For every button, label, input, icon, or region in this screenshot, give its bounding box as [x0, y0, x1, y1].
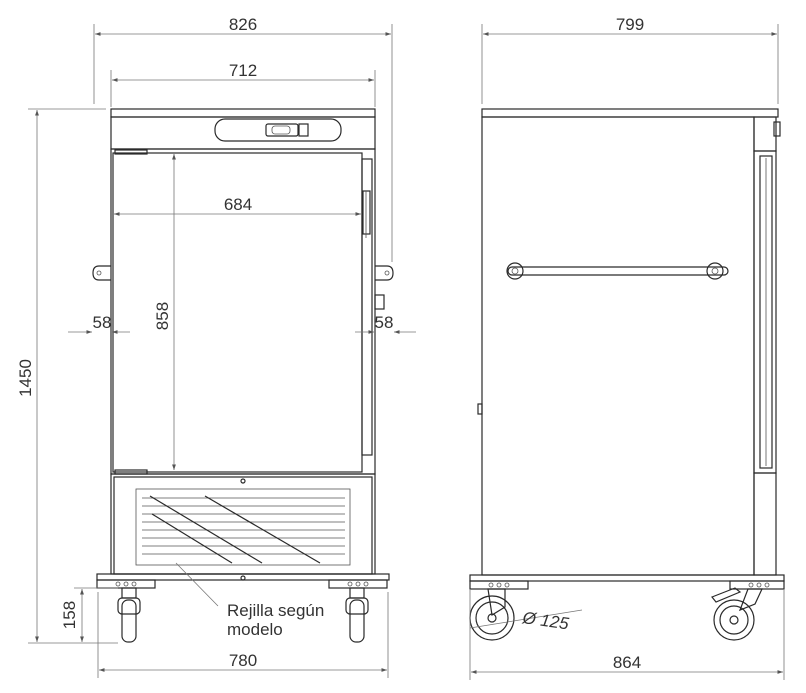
note-grille-line1: Rejilla según: [227, 601, 324, 620]
dim-wheel-diameter: Ø 125: [520, 608, 570, 633]
side-left-wheel: [469, 588, 515, 641]
dim-depth: 799: [616, 15, 644, 34]
dim-foot-height: 158: [60, 601, 79, 629]
front-view: [92, 108, 394, 643]
dim-inner-height: 858: [153, 302, 172, 330]
dim-body-width: 712: [229, 61, 257, 80]
dim-inner-width: 684: [224, 195, 252, 214]
dimension-lines: [28, 24, 785, 680]
vent-grille: [135, 488, 351, 566]
side-view: [469, 108, 785, 641]
side-handle-bar: [506, 262, 729, 280]
side-right-wheel: [711, 587, 763, 641]
dim-left-handle: 58: [93, 313, 112, 332]
left-side-handle: [92, 265, 111, 281]
display-icon: [265, 123, 299, 137]
dim-right-handle: 58: [375, 313, 394, 332]
left-caster: [117, 587, 141, 643]
dim-overall-depth: 864: [613, 653, 641, 672]
dim-wheelbase: 780: [229, 651, 257, 670]
right-caster: [345, 587, 369, 643]
dim-overall-width: 826: [229, 15, 257, 34]
side-panel: [481, 116, 755, 576]
note-grille-line2: modelo: [227, 620, 283, 639]
control-panel: [214, 118, 342, 142]
dim-height: 1450: [16, 359, 35, 397]
right-side-handle: [375, 265, 394, 281]
